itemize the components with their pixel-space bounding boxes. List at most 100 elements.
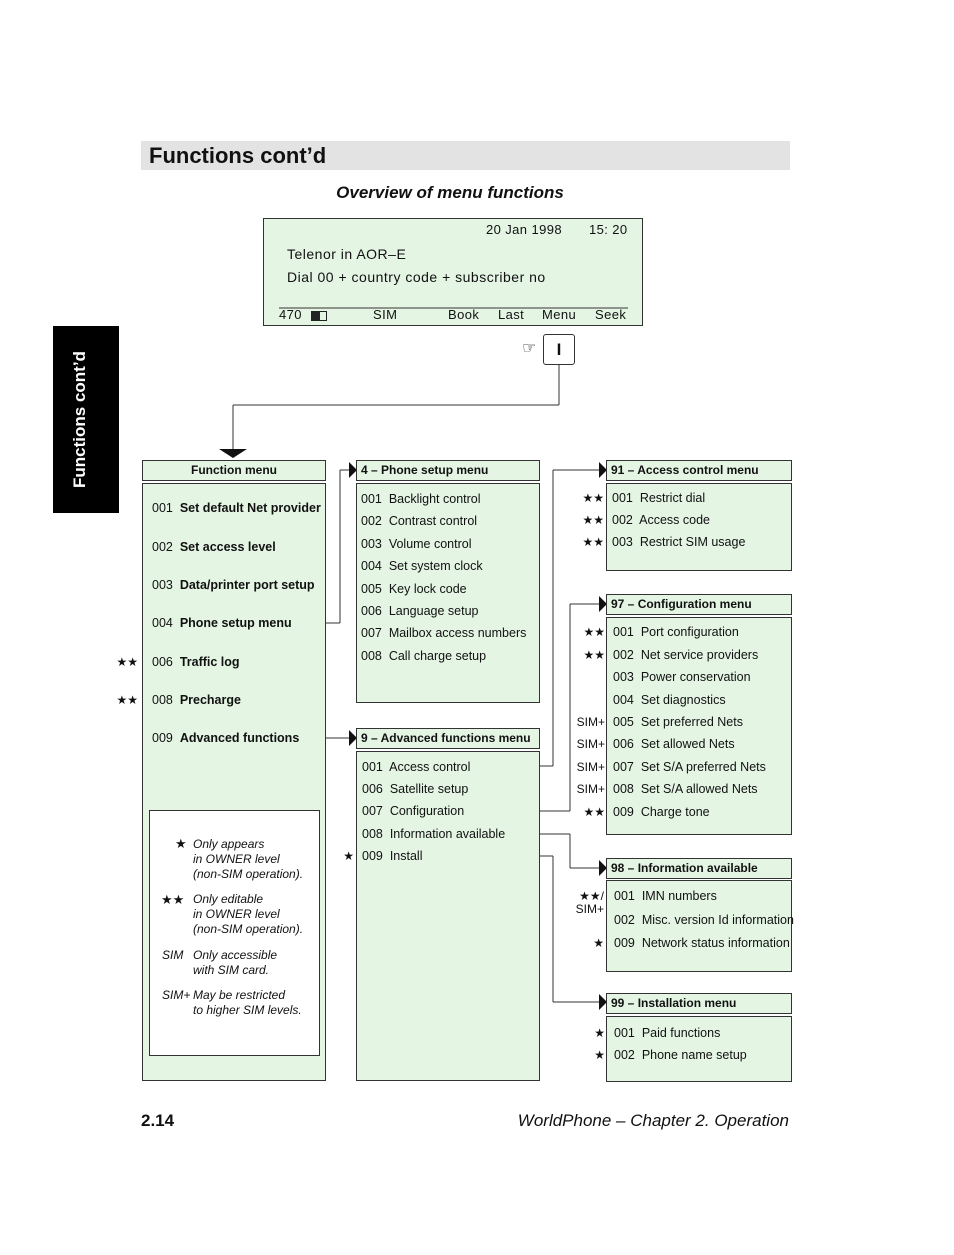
menu-item[interactable]: 006 Satellite setup (362, 781, 468, 797)
menu-item-code: 001 (614, 1026, 635, 1040)
softkey-book[interactable]: Book (448, 307, 480, 322)
menu-item-label: Restrict SIM usage (639, 535, 746, 549)
installation-menu-panel (606, 1016, 792, 1082)
menu-item-label: Set preferred Nets (640, 715, 743, 729)
menu-item-label: Precharge (179, 693, 241, 707)
access-level-mark: SIM+ (576, 760, 605, 774)
menu-item-label: Set default Net provider (179, 501, 321, 515)
access-level-mark: ★★ (583, 625, 605, 639)
menu-item[interactable]: 002 Set access level (152, 539, 276, 555)
menu-item[interactable]: 008 Information available (362, 826, 505, 842)
menu-item[interactable]: 001 Restrict dial (612, 490, 705, 506)
softkey-last[interactable]: Last (498, 307, 525, 322)
display-signal-value: 470 (279, 307, 302, 322)
menu-item[interactable]: 003 Volume control (361, 536, 472, 552)
menu-item[interactable]: 006 Set allowed Nets (613, 736, 735, 752)
menu-item-label: Traffic log (179, 655, 240, 669)
menu-item-label: Paid functions (641, 1026, 721, 1040)
menu-item[interactable]: 009 Advanced functions (152, 730, 299, 746)
menu-item-code: 002 (613, 648, 634, 662)
access-level-mark: ★★/ (579, 889, 604, 903)
legend-sim-line-2: with SIM card. (193, 963, 270, 977)
legend-double-star: ★★ (161, 892, 185, 907)
phone-setup-menu-header: 4 – Phone setup menu (356, 460, 540, 481)
menu-item-label: Misc. version Id information (641, 913, 794, 927)
menu-item[interactable]: 006 Traffic log (152, 654, 240, 670)
information-menu-header: 98 – Information available (606, 858, 792, 879)
menu-item[interactable]: 007 Configuration (362, 803, 464, 819)
menu-item[interactable]: 002 Phone name setup (614, 1047, 747, 1063)
menu-item[interactable]: 006 Language setup (361, 603, 478, 619)
menu-item-label: Set system clock (388, 559, 483, 573)
menu-item[interactable]: 001 Access control (362, 759, 470, 775)
menu-item-code: 006 (152, 655, 173, 669)
access-level-mark: ★★ (582, 491, 604, 505)
menu-item[interactable]: 004 Set diagnostics (613, 692, 726, 708)
menu-item[interactable]: 003 Restrict SIM usage (612, 534, 745, 550)
menu-item[interactable]: 002 Net service providers (613, 647, 758, 663)
menu-item-code: 002 (614, 913, 635, 927)
menu-item[interactable]: 005 Set preferred Nets (613, 714, 743, 730)
softkey-sim[interactable]: SIM (373, 307, 398, 322)
menu-item-label: Configuration (389, 804, 465, 818)
access-level-mark: SIM+ (576, 782, 605, 796)
menu-item-code: 009 (362, 849, 383, 863)
menu-item-code: 003 (361, 537, 382, 551)
menu-item-code: 001 (361, 492, 382, 506)
access-level-mark: SIM+ (576, 715, 605, 729)
softkey-seek[interactable]: Seek (595, 307, 627, 322)
page-number: 2.14 (141, 1111, 175, 1130)
menu-item[interactable]: 001 Paid functions (614, 1025, 720, 1041)
access-level-mark: SIM+ (576, 737, 605, 751)
menu-item-label: Phone setup menu (179, 616, 292, 630)
menu-item[interactable]: 007 Set S/A preferred Nets (613, 759, 766, 775)
legend-single-star-line-3: (non-SIM operation). (193, 867, 304, 881)
menu-item[interactable]: 001 Backlight control (361, 491, 481, 507)
menu-item-label: Information available (389, 827, 506, 841)
menu-item[interactable]: 008 Set S/A allowed Nets (613, 781, 758, 797)
menu-item[interactable]: 003 Data/printer port setup (152, 577, 315, 593)
menu-item[interactable]: 002 Access code (612, 512, 710, 528)
legend-single-star: ★ (175, 836, 187, 851)
menu-item[interactable]: 002 Misc. version Id information (614, 912, 794, 928)
access-control-menu-header: 91 – Access control menu (606, 460, 792, 481)
legend-single-star-line-2: in OWNER level (193, 852, 280, 866)
legend-box (149, 810, 320, 1056)
menu-item-label: Network status information (641, 936, 790, 950)
softkey-menu[interactable]: Menu (542, 307, 577, 322)
legend-single-star-line-1: Only appears (193, 837, 265, 851)
menu-item[interactable]: 001 IMN numbers (614, 888, 717, 904)
menu-item-label: Data/printer port setup (179, 578, 315, 592)
access-level-mark: ★ (593, 936, 604, 950)
menu-item[interactable]: 001 Port configuration (613, 624, 739, 640)
access-level-mark: ★★ (582, 513, 604, 527)
menu-item-code: 002 (612, 513, 633, 527)
menu-item-code: 005 (613, 715, 634, 729)
menu-item-label: Charge tone (640, 805, 710, 819)
battery-icon (311, 311, 327, 321)
display-date: 20 Jan 1998 (486, 222, 562, 237)
menu-item[interactable]: 009 Network status information (614, 935, 790, 951)
menu-item[interactable]: 009 Charge tone (613, 804, 710, 820)
menu-item-label: Port configuration (640, 625, 739, 639)
access-level-mark: ★ (594, 1048, 605, 1062)
menu-item-label: Install (389, 849, 423, 863)
chapter-title: WorldPhone – Chapter 2. Operation (517, 1111, 789, 1130)
menu-item[interactable]: 009 Install (362, 848, 422, 864)
menu-item[interactable]: 003 Power conservation (613, 669, 751, 685)
menu-item[interactable]: 008 Call charge setup (361, 648, 486, 664)
menu-item[interactable]: 005 Key lock code (361, 581, 467, 597)
menu-item[interactable]: 004 Phone setup menu (152, 615, 292, 631)
menu-item[interactable]: 001 Set default Net provider (152, 500, 321, 516)
menu-item-code: 001 (613, 625, 634, 639)
access-level-mark: ★ (343, 849, 354, 863)
menu-item[interactable]: 002 Contrast control (361, 513, 477, 529)
menu-item-code: 005 (361, 582, 382, 596)
menu-item-label: Language setup (388, 604, 479, 618)
advanced-menu-header: 9 – Advanced functions menu (356, 728, 540, 749)
menu-item[interactable]: 007 Mailbox access numbers (361, 625, 526, 641)
display-line-2: Dial 00 + country code + subscriber no (287, 269, 546, 285)
legend-simplus-mark: SIM+ (162, 988, 191, 1002)
menu-item[interactable]: 008 Precharge (152, 692, 241, 708)
menu-item[interactable]: 004 Set system clock (361, 558, 483, 574)
